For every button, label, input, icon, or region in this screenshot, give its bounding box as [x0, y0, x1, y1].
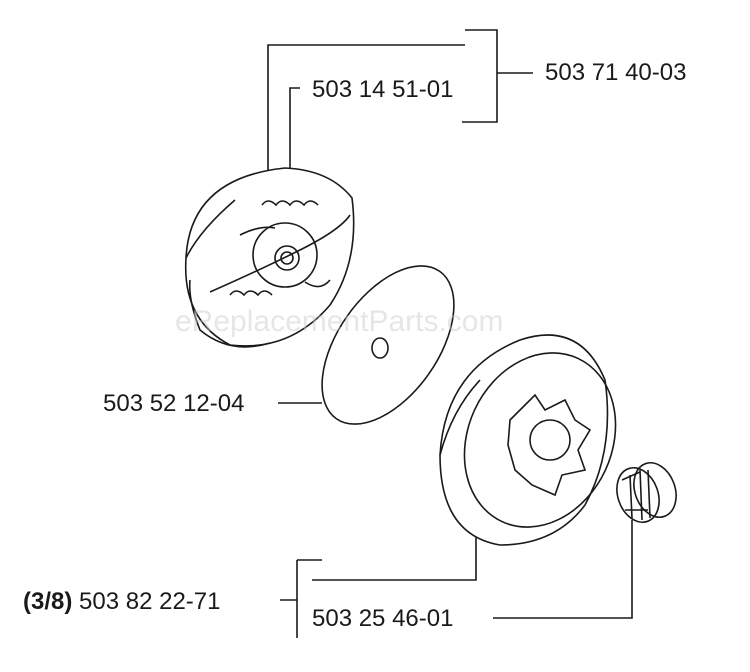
leader-bearing	[493, 520, 633, 619]
bracket-outer-top	[462, 29, 498, 123]
label-clutch-assembly: 503 71 40-03	[545, 59, 687, 86]
bracket-clutch-assembly	[267, 44, 465, 180]
label-drum-assembly: 503 82 22-71	[79, 588, 221, 615]
label-washer: 503 52 12-04	[103, 390, 245, 417]
label-clutch-spring: 503 14 51-01	[312, 76, 454, 103]
clutch-drum-icon	[439, 334, 617, 546]
leader-clutch-spring	[289, 87, 300, 200]
needle-bearing-icon	[616, 462, 677, 523]
watermark: eReplacementParts.com	[175, 305, 504, 338]
label-drum-row: (3/8) 503 82 22-71	[23, 590, 221, 614]
label-needle-bearing: 503 25 46-01	[312, 605, 454, 632]
label-drum-pitch: (3/8)	[23, 588, 73, 615]
leader-drum	[312, 530, 477, 581]
washer-icon	[321, 265, 455, 425]
bracket-drum	[280, 559, 322, 638]
clutch-assembly-icon	[184, 167, 355, 348]
